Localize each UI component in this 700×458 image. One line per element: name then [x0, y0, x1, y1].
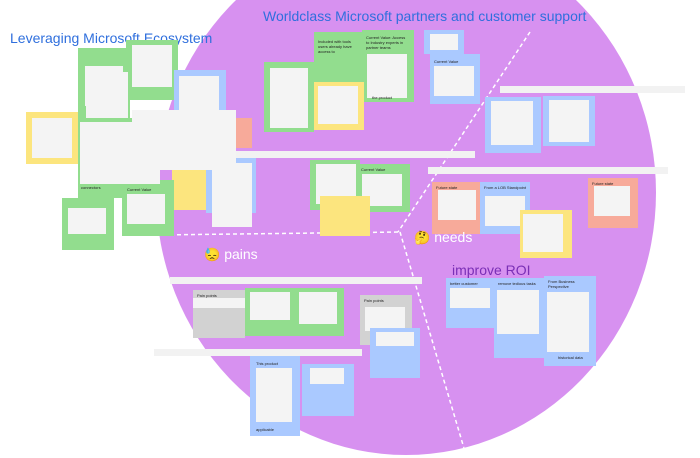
- note-text: Pain points: [364, 298, 384, 303]
- sticky-note[interactable]: [485, 97, 541, 153]
- sticky-note[interactable]: better customer: [446, 278, 498, 328]
- sticky-note[interactable]: [302, 364, 354, 416]
- sticky-note[interactable]: Current Value: [122, 180, 174, 236]
- title-worldclass-partners: Worldclass Microsoft partners and custom…: [263, 8, 587, 24]
- divider-top-right: [397, 31, 531, 233]
- note-text: historical data: [558, 355, 583, 360]
- label-needs: 🤔needs: [414, 229, 472, 246]
- hidden-heading-strip: [235, 151, 475, 158]
- sticky-note[interactable]: [26, 112, 78, 164]
- sticky-placeholder: [132, 110, 236, 170]
- note-text: Pain points: [197, 293, 217, 298]
- sticky-note[interactable]: Included with tools users already have a…: [314, 32, 362, 84]
- note-text: From a LOB Standpoint: [484, 185, 527, 190]
- hidden-heading-strip: [154, 349, 362, 356]
- sticky-note[interactable]: Pain points: [193, 290, 245, 338]
- hidden-heading-strip: [170, 277, 422, 284]
- sticky-note-connectors[interactable]: connectors: [78, 182, 124, 198]
- label-needs-text: needs: [434, 229, 473, 245]
- label-pains-text: pains: [224, 246, 258, 262]
- sticky-note[interactable]: [314, 82, 364, 130]
- title-leveraging-microsoft-ecosystem: Leveraging Microsoft Ecosystem: [10, 30, 213, 46]
- sticky-note[interactable]: [543, 96, 595, 146]
- note-text: applicable: [256, 427, 275, 432]
- sticky-note[interactable]: From Business Perspective historical data: [544, 276, 596, 366]
- sticky-note[interactable]: [424, 30, 464, 54]
- note-text: Future state: [592, 181, 614, 186]
- note-text: Included with tools users already have a…: [318, 39, 352, 54]
- note-text: Current Value: Access to Industry expert…: [366, 35, 406, 50]
- sticky-note[interactable]: [245, 288, 295, 336]
- hidden-heading-strip: [500, 86, 685, 93]
- sticky-note[interactable]: remove tedious tasks: [494, 278, 544, 358]
- sticky-note[interactable]: Current Value: [430, 54, 480, 104]
- note-text: Current Value: [361, 167, 386, 172]
- hidden-heading-strip: [428, 167, 668, 174]
- thinking-face-icon: 🤔: [414, 230, 431, 245]
- sticky-note[interactable]: Future state: [432, 182, 482, 234]
- note-caption: the product: [372, 96, 393, 100]
- sticky-note[interactable]: [62, 198, 114, 250]
- note-text: better customer: [450, 281, 478, 286]
- note-text: This product: [256, 361, 279, 366]
- sticky-note[interactable]: This product applicable: [250, 356, 300, 436]
- sticky-note[interactable]: Current Value: Access to Industry expert…: [362, 30, 414, 102]
- note-text: From Business Perspective: [548, 279, 575, 289]
- sticky-note[interactable]: [520, 210, 572, 258]
- sticky-note[interactable]: [320, 196, 370, 236]
- sticky-note[interactable]: [370, 328, 420, 378]
- divider-bottom: [399, 231, 467, 455]
- sticky-placeholder: [212, 163, 252, 227]
- sticky-note[interactable]: Future state: [588, 178, 638, 228]
- note-text: remove tedious tasks: [498, 281, 536, 286]
- label-pains: 😓pains: [204, 246, 258, 263]
- sweat-face-icon: 😓: [204, 247, 221, 262]
- sticky-placeholder: [86, 72, 128, 118]
- note-text: Current Value: [127, 187, 152, 192]
- note-text: Current Value: [434, 59, 459, 64]
- sticky-note[interactable]: [126, 40, 178, 100]
- note-text: Future state: [436, 185, 458, 190]
- label-improve-roi: improve ROI: [452, 262, 531, 278]
- sticky-note[interactable]: [264, 62, 314, 132]
- sticky-note[interactable]: [294, 288, 344, 336]
- note-text: connectors: [81, 185, 101, 190]
